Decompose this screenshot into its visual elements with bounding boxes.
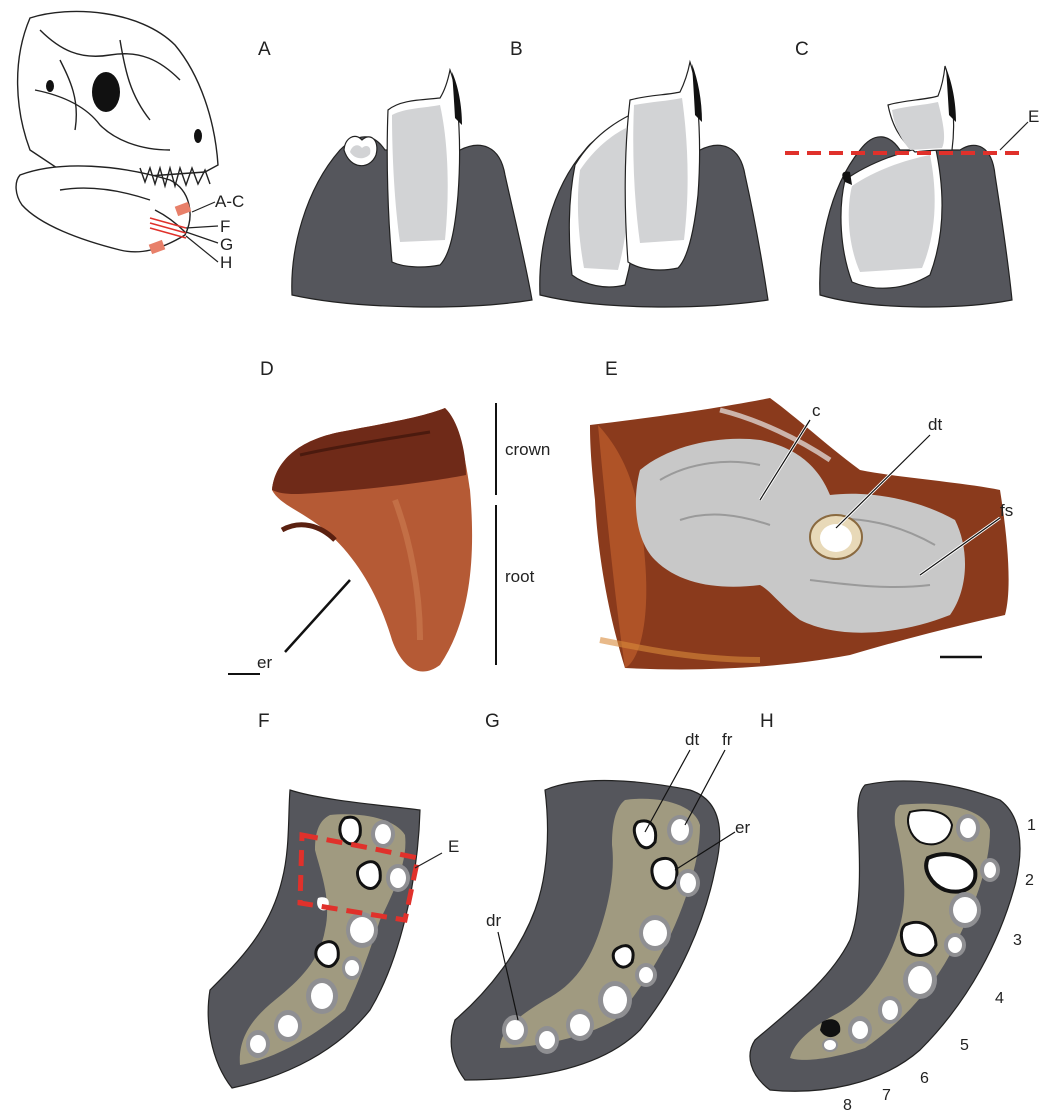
panel-h-position-6: 6 bbox=[920, 1070, 929, 1087]
panel-label-g: G bbox=[485, 711, 500, 732]
panel-d-label-er: er bbox=[257, 653, 272, 672]
panel-g-label-er: er bbox=[735, 818, 750, 837]
foramen-dot bbox=[194, 129, 202, 143]
panel-h-position-4: 4 bbox=[995, 990, 1004, 1007]
panel-a-diagram bbox=[292, 70, 532, 307]
panel-h-position-3: 3 bbox=[1013, 932, 1022, 949]
panel-e-label-c: c bbox=[812, 401, 821, 420]
panel-f-label-e: E bbox=[448, 837, 459, 856]
panel-label-b: B bbox=[510, 39, 523, 60]
panel-label-f: F bbox=[258, 711, 270, 732]
skull-drawing bbox=[16, 11, 218, 251]
panel-d-label-root: root bbox=[505, 567, 535, 586]
panel-e-label-fs: fs bbox=[1000, 501, 1013, 520]
skull-label-h: H bbox=[220, 253, 232, 272]
panel-h-position-1: 1 bbox=[1027, 817, 1036, 834]
panel-g-label-dt: dt bbox=[685, 730, 699, 749]
panel-label-c: C bbox=[795, 39, 809, 60]
panel-g-label-fr: fr bbox=[722, 730, 733, 749]
panel-g-section bbox=[451, 781, 720, 1080]
nostril-dot bbox=[46, 80, 54, 92]
skull-label-ac: A-C bbox=[215, 192, 244, 211]
panel-h-section bbox=[750, 781, 1020, 1091]
panel-e-label-dt: dt bbox=[928, 415, 942, 434]
panel-h-position-5: 5 bbox=[960, 1037, 969, 1054]
panel-label-d: D bbox=[260, 359, 274, 380]
orbit-dot bbox=[92, 72, 120, 112]
panel-h-position-8: 8 bbox=[843, 1097, 852, 1114]
panel-label-h: H bbox=[760, 711, 774, 732]
panel-label-a: A bbox=[258, 39, 271, 60]
panel-d-label-crown: crown bbox=[505, 440, 550, 459]
panel-g-label-dr: dr bbox=[486, 911, 501, 930]
panel-c-label-e: E bbox=[1028, 107, 1039, 126]
panel-label-e: E bbox=[605, 359, 618, 380]
panel-c-diagram bbox=[820, 66, 1012, 307]
skull-label-g: G bbox=[220, 235, 233, 254]
panel-b-diagram bbox=[540, 62, 768, 307]
panel-h-position-7: 7 bbox=[882, 1087, 891, 1104]
panel-f-section bbox=[208, 790, 420, 1088]
panel-f-box-leader bbox=[415, 853, 442, 868]
panel-h-position-2: 2 bbox=[1025, 872, 1034, 889]
section-line-e-leader bbox=[1000, 122, 1028, 150]
skull-label-f: F bbox=[220, 217, 230, 236]
panel-d-er-leader bbox=[285, 580, 350, 652]
